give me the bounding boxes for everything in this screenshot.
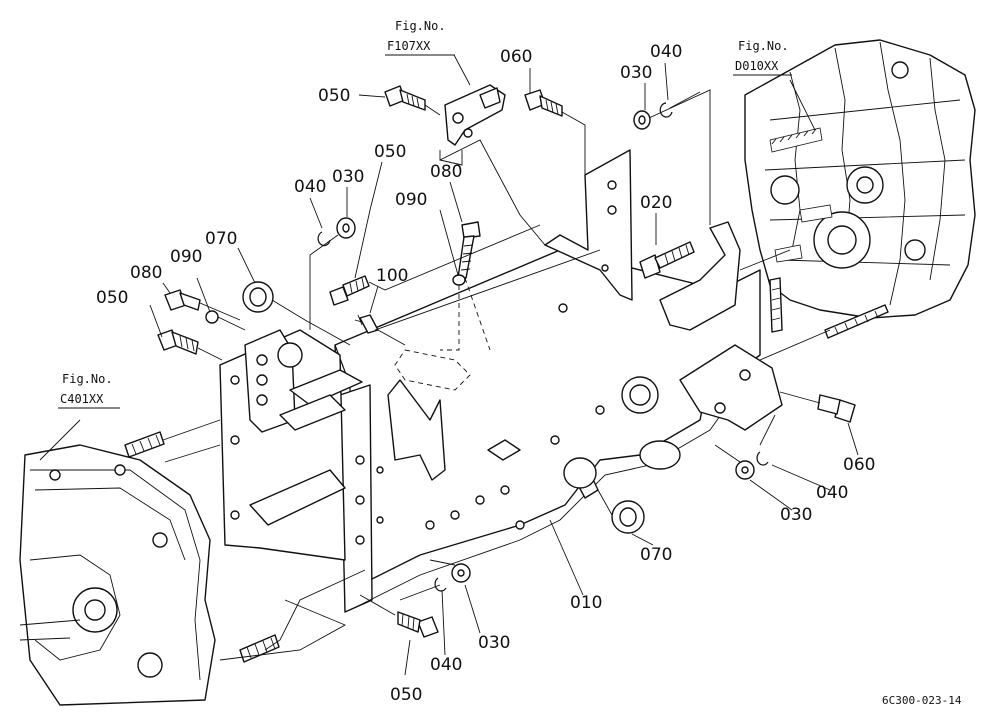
pin-dashed xyxy=(394,349,471,391)
bolt-050-bottom xyxy=(397,611,439,638)
washer-030-top xyxy=(633,110,651,130)
label-010: 010 xyxy=(570,593,602,613)
label-050-top: 050 xyxy=(318,86,350,106)
bolt-060-right xyxy=(817,394,856,423)
bolt-050-mid xyxy=(329,275,370,306)
leader-lines xyxy=(39,54,859,676)
label-090-center: 090 xyxy=(395,190,427,210)
fig-ref-c401-line1: Fig.No. xyxy=(62,372,113,386)
label-040-right: 040 xyxy=(816,483,848,503)
label-050-left: 050 xyxy=(96,288,128,308)
bushing-070-right xyxy=(611,500,645,534)
fitting-100 xyxy=(354,314,379,334)
fig-ref-c401-line2: C401XX xyxy=(60,392,104,406)
label-030-top: 030 xyxy=(620,63,652,83)
upper-bracket xyxy=(544,149,741,331)
label-080-left: 080 xyxy=(130,263,162,283)
fig-ref-f107: Fig.No. F107XX xyxy=(385,19,455,56)
bolt-080-center xyxy=(457,221,481,279)
bushing-frame xyxy=(563,457,597,489)
part-labels: 050 060 030 040 050 030 040 080 090 020 … xyxy=(96,42,875,705)
label-050-mid: 050 xyxy=(374,142,406,162)
main-frame-010 xyxy=(334,249,761,613)
nut-090-center xyxy=(452,274,466,286)
label-070-right: 070 xyxy=(640,545,672,565)
fig-ref-f107-line2: F107XX xyxy=(387,39,431,53)
label-040-bottom: 040 xyxy=(430,655,462,675)
label-020: 020 xyxy=(640,193,672,213)
fig-ref-c401: Fig.No. C401XX xyxy=(58,372,120,409)
bolt-080-left xyxy=(164,289,201,311)
transmission-housing xyxy=(744,39,976,339)
bolt-050-left xyxy=(157,329,199,355)
label-090-left: 090 xyxy=(170,247,202,267)
drawing-code: 6C300-023-14 xyxy=(882,694,962,707)
right-small-bracket xyxy=(679,344,783,431)
fig-ref-d010-line1: Fig.No. xyxy=(738,39,789,53)
washer-030-upper-left xyxy=(336,217,356,239)
lock-washer-040-top xyxy=(659,102,673,118)
lock-washer-040-right xyxy=(756,451,769,466)
fig-ref-f107-line1: Fig.No. xyxy=(395,19,446,33)
f107-bracket xyxy=(444,84,506,146)
assembly-lines xyxy=(162,89,831,661)
label-060-top: 060 xyxy=(500,47,532,67)
bolt-020 xyxy=(639,241,695,279)
label-030-upper-left: 030 xyxy=(332,167,364,187)
lock-washer-040-upper-left xyxy=(317,231,331,247)
lock-washer-040-bottom xyxy=(434,577,447,592)
label-100: 100 xyxy=(376,266,408,286)
label-030-right: 030 xyxy=(780,505,812,525)
nut-090-left xyxy=(205,310,219,324)
label-040-top: 040 xyxy=(650,42,682,62)
bushing-070-left xyxy=(242,281,274,313)
label-080-center: 080 xyxy=(430,162,462,182)
fig-ref-d010-line2: D010XX xyxy=(735,59,779,73)
label-030-bottom: 030 xyxy=(478,633,510,653)
left-bracket-plate xyxy=(219,329,363,561)
label-050-bottom: 050 xyxy=(390,685,422,705)
washer-030-right xyxy=(735,460,755,480)
label-060-right: 060 xyxy=(843,455,875,475)
washer-030-bottom xyxy=(451,563,471,583)
label-070-left: 070 xyxy=(205,229,237,249)
bolt-050-top xyxy=(384,85,426,111)
label-040-upper-left: 040 xyxy=(294,177,326,197)
clutch-housing xyxy=(19,431,280,706)
fig-ref-d010: Fig.No. D010XX xyxy=(733,39,792,76)
bolt-060-top xyxy=(524,89,563,117)
